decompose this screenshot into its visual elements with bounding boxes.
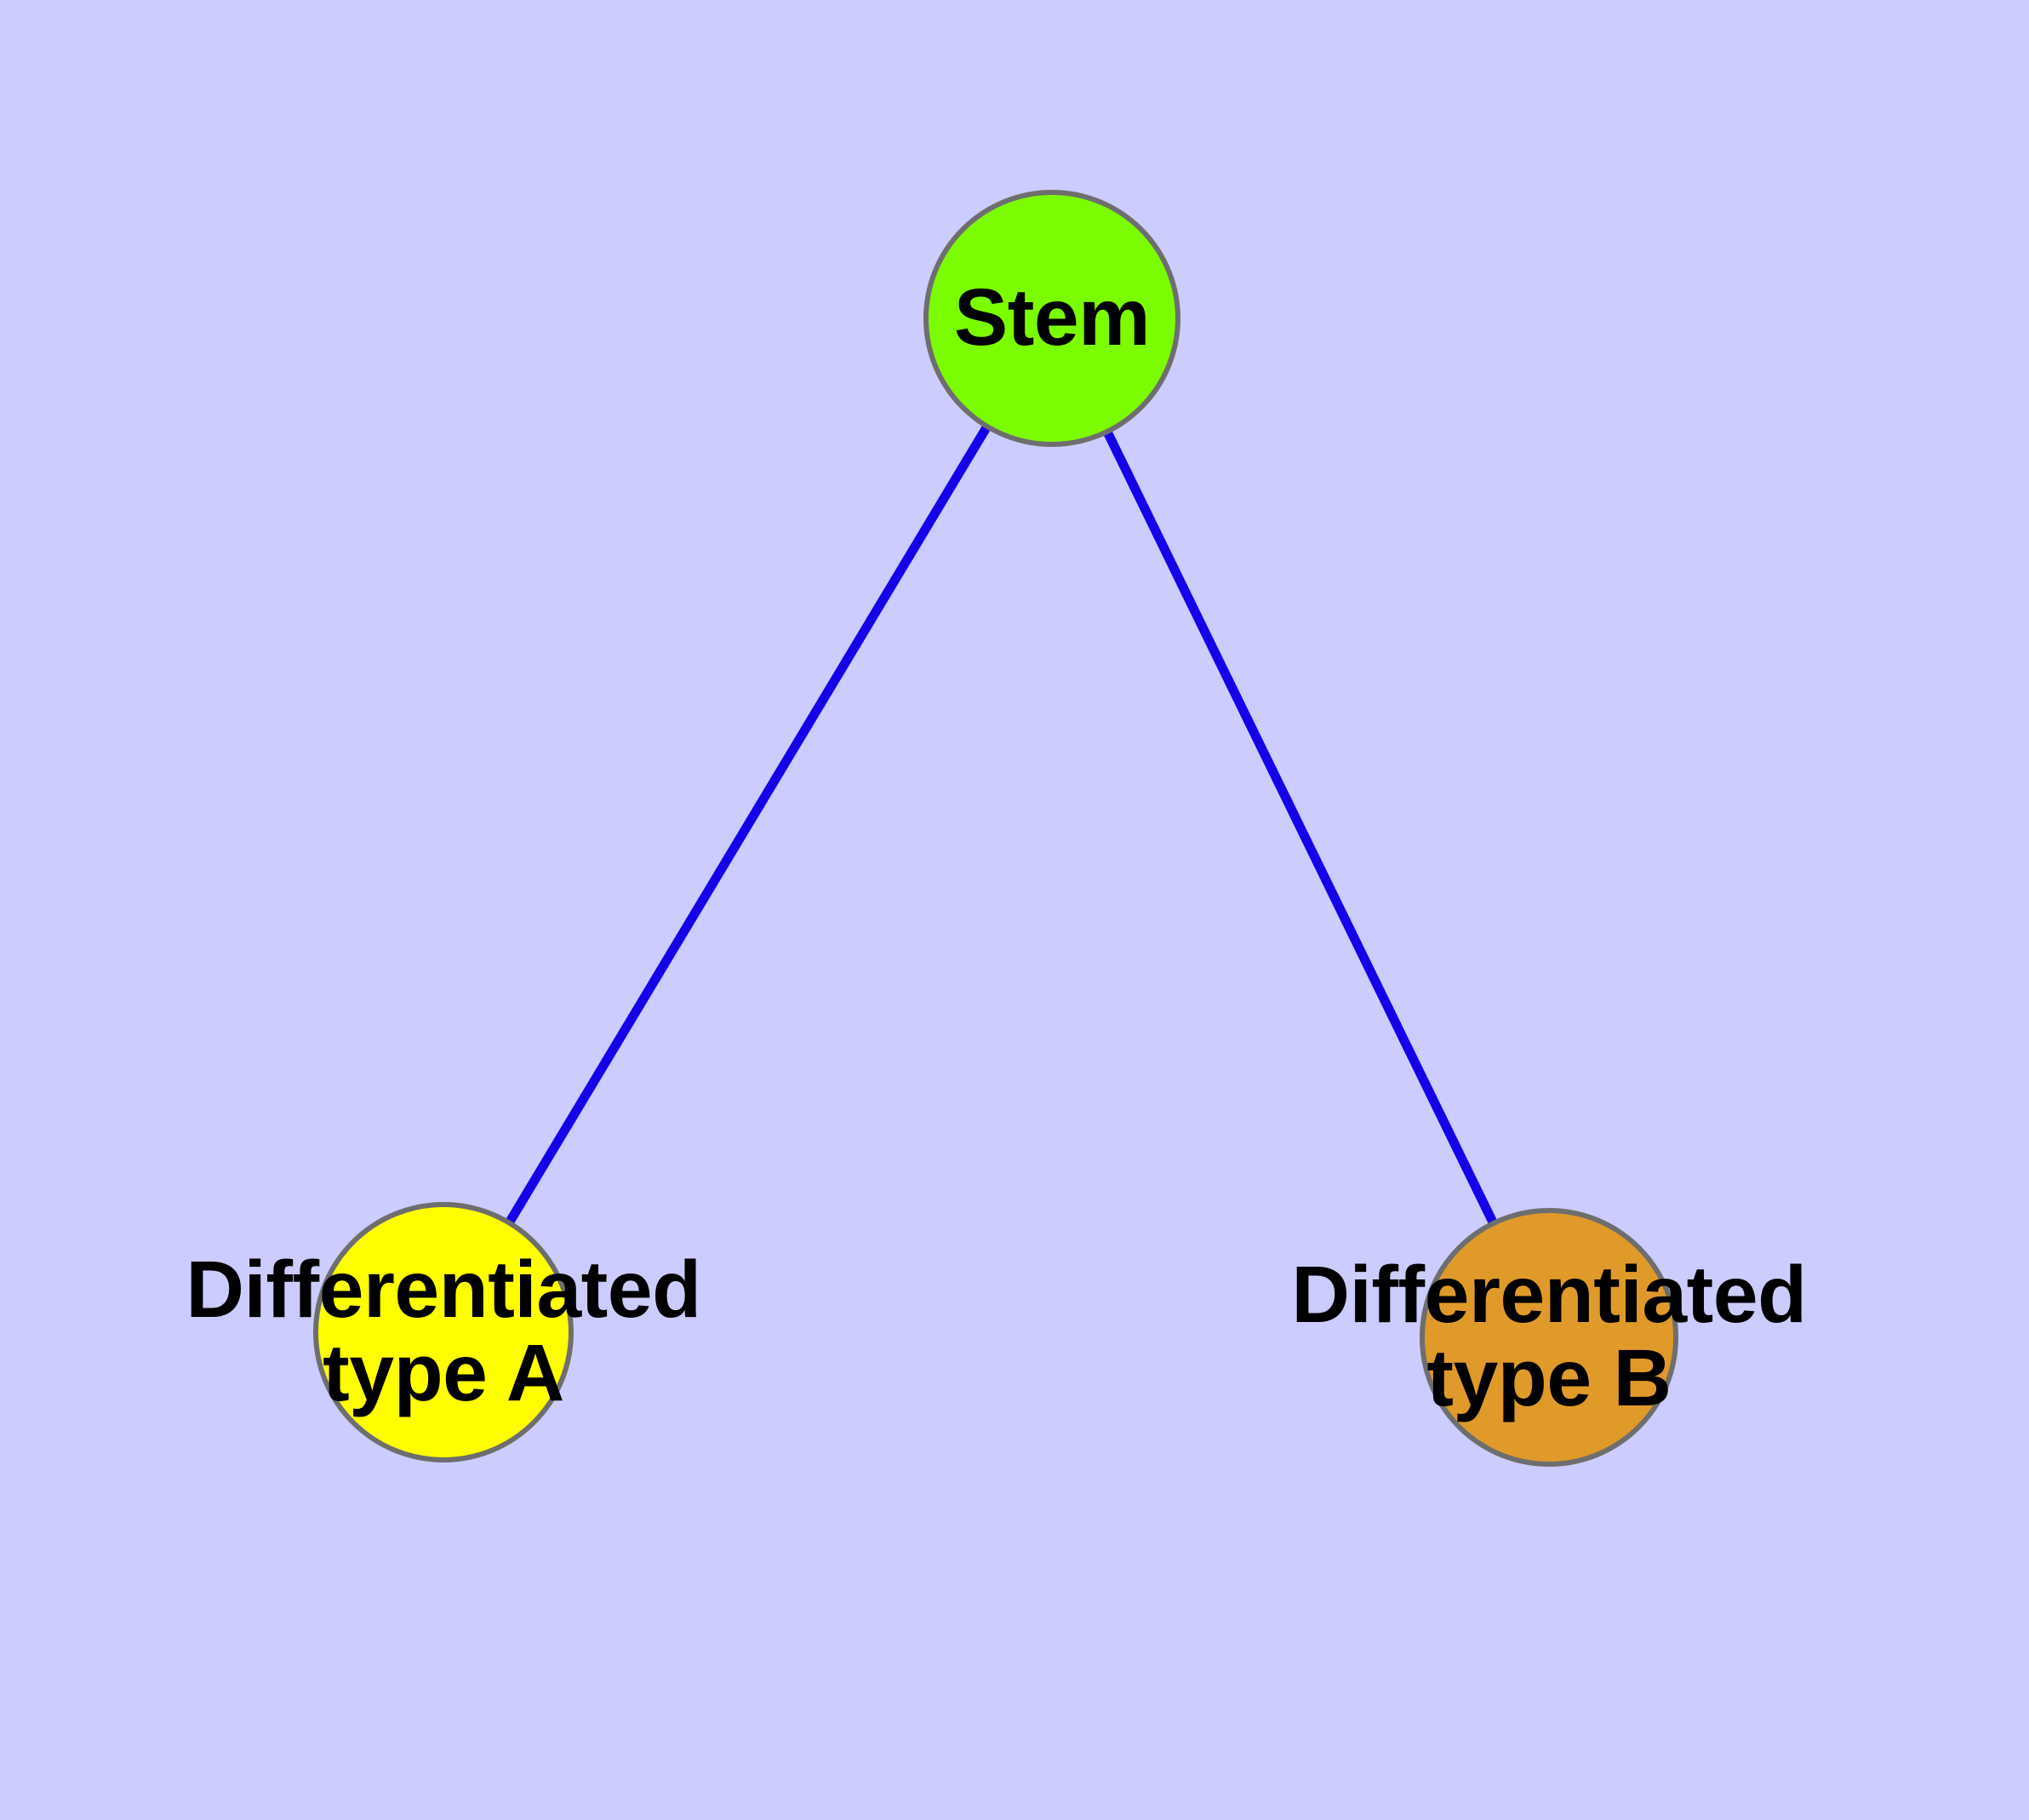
graph-node-diff-b[interactable]	[1420, 1208, 1678, 1467]
graph-node-stem[interactable]	[923, 190, 1180, 447]
graph-edge-stem-to-diff-b[interactable]	[1102, 429, 1498, 1226]
edge-layer	[505, 424, 1498, 1226]
graph-node-diff-a[interactable]	[313, 1202, 574, 1462]
graph-edge-stem-to-diff-a[interactable]	[505, 424, 992, 1226]
node-layer	[313, 190, 1678, 1467]
